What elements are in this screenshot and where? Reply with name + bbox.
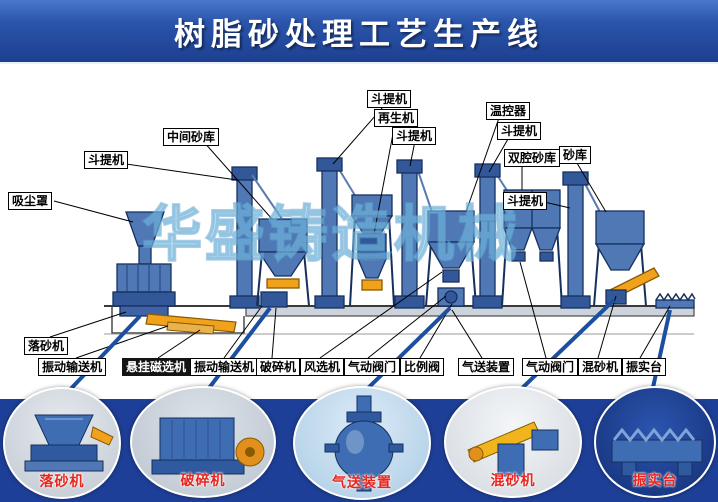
bucket-elevator-5 [560,171,591,309]
pneumatic-conveyor-illustration [324,395,404,492]
equipment-label-shakeout-machine: 落砂机 [24,337,69,355]
regenerator-stack [349,194,395,307]
equipment-label-sand-hopper: 砂库 [559,146,592,164]
inset-sand-mixer: 混砂机 [444,386,582,498]
equipment-label-crusher: 破碎机 [256,358,301,376]
ground-platform [104,305,695,335]
inset-caption: 振实台 [632,473,678,489]
equipment-label-bucket-elevator-2: 斗提机 [367,90,412,108]
equipment-label-bucket-elevator-4: 斗提机 [497,122,542,140]
inset-compaction-table: 振实台 [594,386,716,498]
equipment-label-pneumatic-valve-1: 气动阀门 [344,358,401,376]
sand-mixer-illustration [467,421,559,477]
bucket-elevator-4 [472,163,503,309]
compaction-table [655,292,696,309]
bucket-elevator-2 [314,157,345,309]
inset-caption: 落砂机 [39,474,85,490]
equipment-label-dust-hood: 吸尘罩 [8,192,53,210]
equipment-label-temperature-controller: 温控器 [486,102,531,120]
inset-caption: 破碎机 [180,473,226,489]
air-separator-hopper [425,210,477,307]
equipment-label-intermediate-sand-hopper: 中间砂库 [163,128,220,146]
equipment-label-pneumatic-conveyor: 气送装置 [458,358,515,376]
shakeout-machine-illustration [24,414,114,472]
equipment-label-vibrating-conveyor-2: 振动输送机 [190,358,259,376]
equipment-label-compaction-table: 振实台 [622,358,667,376]
inset-crusher: 破碎机 [130,386,276,498]
equipment-label-vibrating-conveyor-1: 振动输送机 [38,358,107,376]
inset-caption: 气送装置 [332,475,392,491]
equipment-label-bucket-elevator-3: 斗提机 [392,127,437,145]
equipment-label-magnetic-separator: 悬挂磁选机 [122,358,191,376]
equipment-label-regenerator: 再生机 [374,109,419,127]
equipment-label-double-chamber-sand-hopper: 双腔砂库 [504,149,561,167]
crusher-illustration [151,417,265,475]
intermediate-sand-hopper [256,218,310,308]
label-callout-lines [49,98,671,359]
equipment-label-sand-mixer: 混砂机 [578,358,623,376]
equipment-label-bucket-elevator-5: 斗提机 [503,192,548,210]
bucket-elevator-1 [229,166,260,309]
equipment-label-pneumatic-valve-2: 气动阀门 [522,358,579,376]
equipment-label-bucket-elevator-1: 斗提机 [84,151,129,169]
sand-storage-and-mixer [593,210,660,307]
compaction-table-illustration [611,427,703,477]
equipment-label-proportional-valve: 比例阀 [400,358,445,376]
inset-connector-lines [62,298,672,398]
shakeout-and-dust-hood [112,211,176,317]
title-banner: 树脂砂处理工艺生产线 [0,0,718,64]
equipment-label-air-separator: 风选机 [300,358,345,376]
inset-pneumatic-conveyor: 气送装置 [293,386,431,500]
watermark: 华盛铸造机械 [141,199,520,271]
vibrating-conveyor [145,313,237,335]
page-title: 树脂砂处理工艺生产线 [174,16,544,53]
inset-shakeout-machine: 落砂机 [3,387,121,499]
bucket-elevator-3 [394,159,425,309]
inset-caption: 混砂机 [490,473,536,489]
